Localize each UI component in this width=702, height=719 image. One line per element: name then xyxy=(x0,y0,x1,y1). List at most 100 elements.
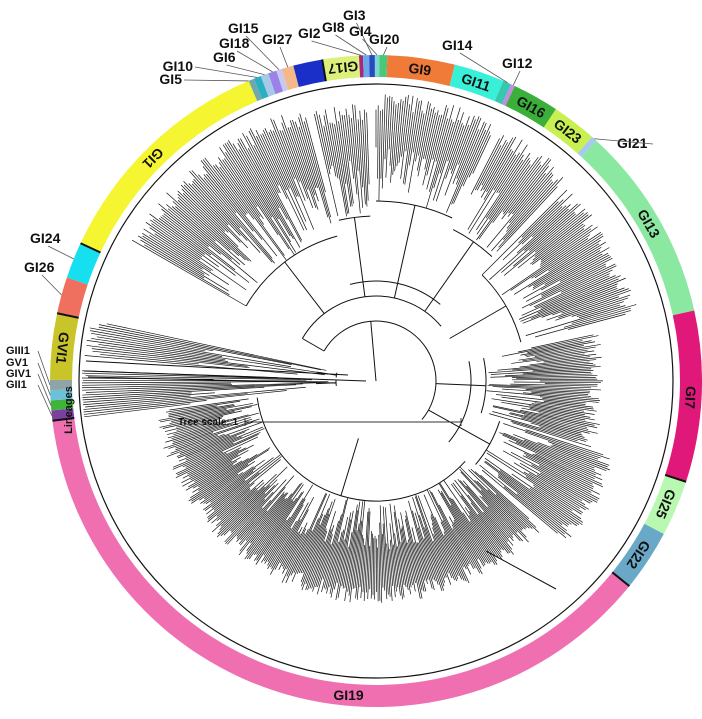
ring-segment-gi3 xyxy=(369,55,375,77)
tree-branch xyxy=(382,95,385,189)
external-label-gv1: GV1 xyxy=(6,357,28,369)
tree-branch xyxy=(390,101,394,165)
leader-line-gi2 xyxy=(312,41,362,55)
lineages-label: Lineages xyxy=(63,386,75,434)
external-label-gi8: GI8 xyxy=(322,19,345,35)
tree-branch xyxy=(484,151,513,200)
tree-branch xyxy=(203,159,246,214)
ring-segment-gi4 xyxy=(375,55,380,77)
external-label-gi2: GI2 xyxy=(298,25,321,41)
tree-branch xyxy=(349,115,357,194)
tree-branch xyxy=(436,384,486,386)
tree-branch xyxy=(450,306,506,339)
external-label-gi27: GI27 xyxy=(262,31,293,47)
leader-line-gi26 xyxy=(42,275,62,295)
tree-branch xyxy=(213,166,254,220)
tree-branch xyxy=(144,245,229,295)
external-label-gi3: GI3 xyxy=(343,7,366,23)
tree-branch xyxy=(418,109,432,177)
tree-branch xyxy=(436,123,462,201)
external-label-gi10: GI10 xyxy=(163,58,194,74)
tree-branch xyxy=(572,305,637,324)
tree-branch xyxy=(177,429,250,457)
tree-scale: Tree scale: 1 xyxy=(178,417,461,428)
segment-label-gi19: GI19 xyxy=(333,687,364,703)
leader-line-gi24 xyxy=(48,246,74,259)
ring-segment-gi1 xyxy=(81,81,258,253)
tree-branch xyxy=(532,225,585,264)
tree-branch xyxy=(473,135,491,173)
tree-branch xyxy=(448,112,464,161)
external-label-gi14: GI14 xyxy=(442,37,473,53)
tree-branch xyxy=(379,535,380,601)
external-label-gii1: GII1 xyxy=(6,379,27,391)
external-label-gi26: GI26 xyxy=(24,259,55,275)
leader-line-gii1 xyxy=(38,385,52,416)
ring-segment-gi13 xyxy=(581,141,694,316)
tree-branch xyxy=(167,193,231,250)
tree-branch xyxy=(285,262,325,314)
external-label-giv1: GIV1 xyxy=(6,368,31,380)
tree-branch xyxy=(205,158,248,214)
tree-branch xyxy=(517,204,570,253)
tree-scale-label: Tree scale: 1 xyxy=(178,417,238,428)
ring-segment-gi8 xyxy=(363,55,370,77)
tree-branch xyxy=(522,276,610,315)
tree-branch xyxy=(514,382,601,383)
external-label-gi6: GI6 xyxy=(213,49,236,65)
leader-line-gi20 xyxy=(383,47,387,55)
tree-branch xyxy=(493,156,542,223)
tree-branch xyxy=(85,387,306,407)
tree-branch xyxy=(425,242,474,312)
external-label-gi15: GI15 xyxy=(228,20,259,36)
tree-branch xyxy=(530,264,616,306)
tree-branch xyxy=(292,120,318,201)
tree-branch xyxy=(427,108,448,189)
tree-branch xyxy=(397,546,404,597)
tree-branch xyxy=(354,217,364,296)
tree-branch xyxy=(373,538,374,595)
segment-label-gi7: GI7 xyxy=(682,386,699,410)
tree-branch xyxy=(371,321,376,381)
leader-line-gi10 xyxy=(195,67,257,77)
tree-branch xyxy=(224,493,265,535)
tree-branch xyxy=(512,379,597,380)
tree-branch xyxy=(486,551,556,589)
tree-branch xyxy=(487,167,554,247)
ring-segment-gi20 xyxy=(379,55,387,77)
tree-branch xyxy=(355,105,363,208)
external-label-gi12: GI12 xyxy=(502,55,533,71)
tree-branch xyxy=(378,105,379,178)
tree-branch xyxy=(426,119,452,208)
tree-branch xyxy=(408,111,422,193)
leader-line-gi27 xyxy=(280,47,288,67)
tree-branch xyxy=(82,385,296,395)
tree-branch xyxy=(503,424,609,460)
leader-line-gi5 xyxy=(184,80,249,81)
tree-branch xyxy=(535,234,603,278)
tree-branch xyxy=(84,371,366,381)
tree-branch xyxy=(449,361,471,442)
tree-branch xyxy=(386,96,390,178)
tree-branch xyxy=(138,236,228,291)
tree-branch xyxy=(378,548,379,602)
tree-branch xyxy=(523,393,599,399)
tree-branch xyxy=(299,117,328,217)
tree-branch xyxy=(427,115,442,176)
tree-branch xyxy=(564,308,631,327)
external-label-giii1: GIII1 xyxy=(6,345,30,357)
segment-label-gvi1: GVI1 xyxy=(53,331,72,365)
tree-branch xyxy=(370,531,372,589)
tree-branch xyxy=(231,485,275,531)
ring-segment-gi27b xyxy=(293,59,326,86)
segment-label-gi9: GI9 xyxy=(408,60,433,79)
tree-branch xyxy=(513,214,575,266)
tree-branch xyxy=(330,123,347,217)
tree-branch xyxy=(341,438,359,495)
tree-branch xyxy=(394,205,415,298)
leader-line-gi12 xyxy=(513,71,520,85)
tree-branch xyxy=(86,345,324,374)
tree-branch xyxy=(531,284,617,319)
